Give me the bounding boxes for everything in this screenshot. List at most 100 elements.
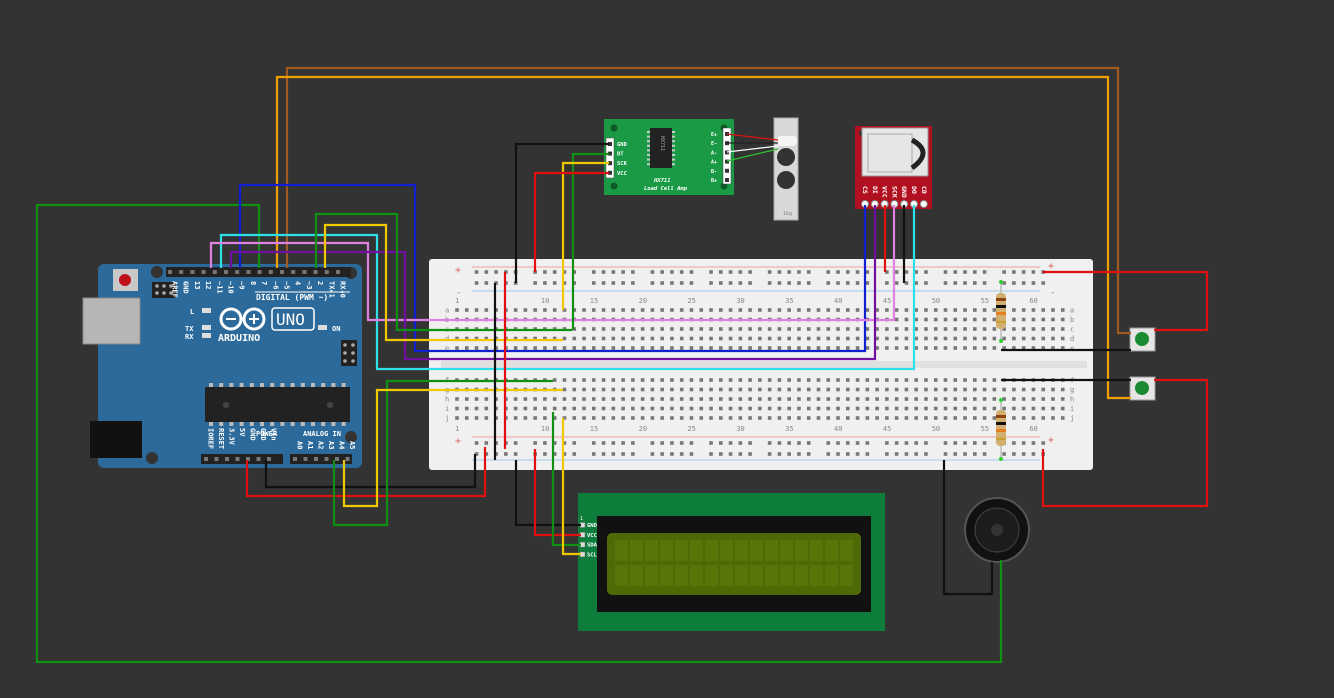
wire-brown: [285, 66, 1131, 335]
arduino-pin-hole[interactable]: [257, 270, 262, 274]
arduino-pin-hole[interactable]: [212, 270, 217, 274]
push-button-2[interactable]: [1129, 376, 1156, 401]
sd-pin[interactable]: [919, 200, 928, 208]
arduino-digital-pin-label: RX◂0: [339, 281, 347, 298]
breadboard-column-number: 60: [1029, 425, 1037, 433]
breadboard-row-letter: h: [445, 396, 449, 404]
hx711-pin[interactable]: [725, 150, 729, 155]
icsp-header: [152, 282, 357, 366]
arduino-pin-hole[interactable]: [225, 457, 229, 461]
arduino-pin-hole[interactable]: [235, 457, 240, 461]
lcd-pin-label: VCC: [587, 533, 597, 539]
arduino-pin-hole[interactable]: [246, 270, 251, 274]
arduino-digital-pin-label: TX▸1: [327, 281, 335, 298]
power-jack: [90, 421, 142, 458]
arduino-pin-hole[interactable]: [303, 457, 308, 461]
wire-green: [332, 379, 553, 527]
arduino-pin-hole[interactable]: [224, 270, 228, 274]
hx711-pin[interactable]: [725, 159, 729, 164]
resistor-top[interactable]: [996, 280, 1006, 343]
wire-black: [514, 142, 609, 283]
hx711-pin[interactable]: [725, 178, 729, 182]
wire-yellow: [323, 223, 563, 342]
sd-card-slot: [861, 127, 929, 177]
hx711-pin-label: SCK: [617, 161, 628, 167]
breadboard-column-number: 15: [590, 297, 598, 305]
arduino-pin-hole[interactable]: [335, 457, 339, 461]
arduino-digital-pin-label: GND: [182, 281, 190, 294]
arduino-pin-hole[interactable]: [204, 457, 208, 461]
arduino-pin-hole[interactable]: [302, 270, 307, 274]
hx711-pin[interactable]: [608, 151, 612, 156]
load-cell[interactable]: 1kg: [773, 117, 799, 221]
breadboard-column-number: 35: [785, 297, 793, 305]
arduino-pin-hole[interactable]: [291, 270, 296, 274]
arduino-pin-hole[interactable]: [214, 457, 219, 461]
breadboard-row-letter: a: [445, 307, 449, 315]
arduino-pin-hole[interactable]: [201, 270, 206, 274]
arduino-digital-pin-label: ~11: [215, 281, 223, 294]
arduino-pin-hole[interactable]: [313, 270, 318, 274]
arduino-pin-hole[interactable]: [190, 270, 195, 274]
breadboard[interactable]: + + + + - - 1110101515202025253030353540…: [429, 259, 1093, 470]
sd-pin-label: GND: [900, 186, 908, 198]
arduino-pin-hole[interactable]: [246, 457, 250, 461]
power-header: [201, 454, 283, 464]
breadboard-row-letter: e: [445, 345, 449, 353]
arduino-digital-pin-label: 12: [204, 281, 212, 289]
arduino-pin-hole[interactable]: [168, 270, 172, 274]
breadboard-column-number: 45: [883, 297, 891, 305]
load-cell-wire: [726, 145, 779, 153]
arduino-digital-pin-label: ~9: [238, 281, 246, 289]
arduino-pin-hole[interactable]: [293, 457, 297, 461]
breadboard-column-number: 15: [590, 425, 598, 433]
arduino-pin-hole[interactable]: [235, 270, 240, 274]
arduino-pin-hole[interactable]: [345, 457, 350, 461]
breadboard-column-number: 40: [834, 297, 842, 305]
arduino-pin-hole[interactable]: [268, 270, 273, 274]
hx711-pin[interactable]: [608, 170, 612, 175]
arduino-digital-pin-label: ~5: [283, 281, 291, 289]
hx711-pin[interactable]: [725, 168, 729, 173]
sd-pin-label: DI: [871, 186, 879, 194]
breadboard-row-letter: h: [1070, 396, 1074, 404]
wire-pink: [209, 205, 896, 322]
sd-pin-label: CD: [920, 186, 928, 194]
led-l-label: L: [190, 308, 194, 316]
piezo-buzzer[interactable]: [964, 497, 1030, 563]
arduino-pin-hole[interactable]: [314, 457, 318, 461]
arduino-pin-hole[interactable]: [336, 270, 340, 274]
wire-cyan: [219, 205, 916, 371]
push-button-1[interactable]: [1129, 327, 1156, 352]
arduino-analog-pin-label: A5: [348, 441, 356, 449]
hx711-subtitle: Load Cell Amp: [644, 186, 688, 192]
breadboard-column-number: 40: [834, 425, 842, 433]
breadboard-column-number: 25: [687, 425, 695, 433]
arduino-digital-pin-label: 8: [249, 281, 257, 285]
wire-yellow: [561, 418, 581, 556]
hx711-title: HX711: [653, 178, 671, 184]
arduino-pin-hole[interactable]: [179, 270, 184, 274]
breadboard-row-letter: j: [1070, 415, 1074, 423]
arduino-pin-hole[interactable]: [324, 457, 329, 461]
hx711-pin-label: VCC: [617, 171, 627, 177]
wire-yellow: [561, 161, 609, 310]
arduino-pin-hole[interactable]: [256, 457, 261, 461]
wire-red: [245, 447, 487, 498]
arduino-pin-hole[interactable]: [280, 270, 284, 274]
arduino-pin-hole[interactable]: [324, 270, 329, 274]
arduino-pin-hole[interactable]: [267, 457, 271, 461]
arduino-digital-pin-label: 13: [193, 281, 201, 289]
reset-button-cap[interactable]: [119, 274, 131, 286]
arduino-analog-pin-label: A1: [306, 441, 314, 449]
breadboard-row-letter: c: [1070, 326, 1074, 334]
breadboard-column-number: 50: [932, 425, 940, 433]
hx711-pin[interactable]: [608, 142, 612, 146]
resistor-bottom[interactable]: [996, 398, 1006, 461]
hx711-pin[interactable]: [608, 161, 612, 166]
